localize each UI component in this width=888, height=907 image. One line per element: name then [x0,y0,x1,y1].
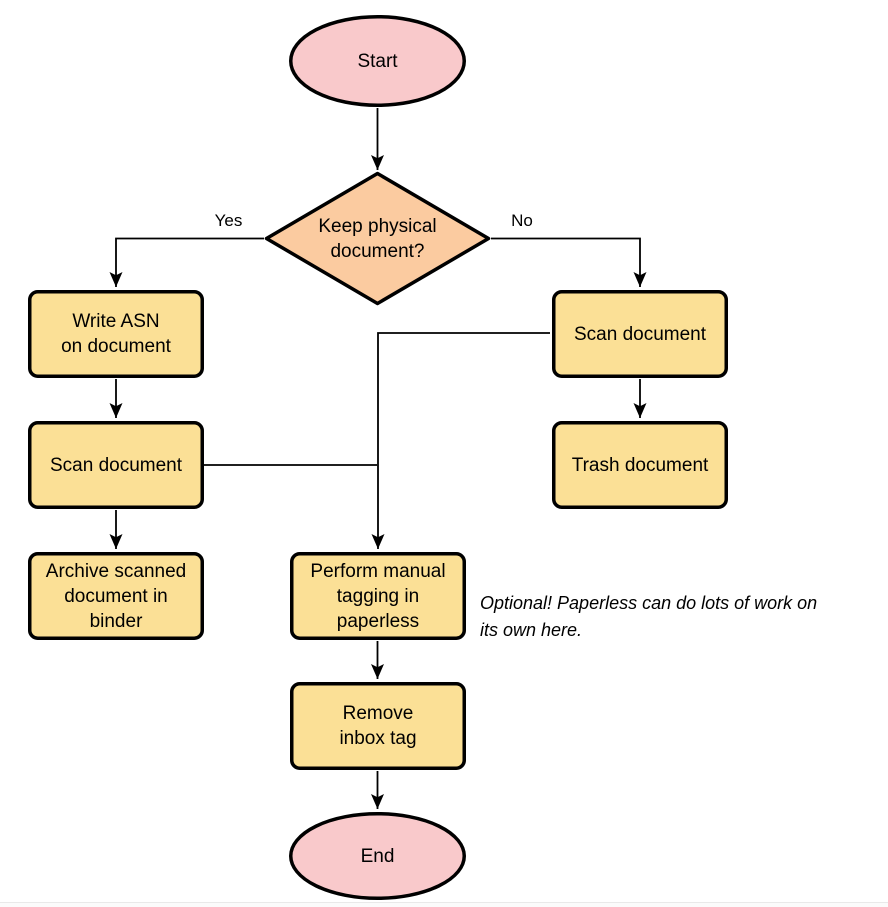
node-tagging-label: Perform manual tagging in paperless [310,560,446,632]
page-bottom-divider [0,902,888,907]
node-remove-inbox: Remove inbox tag [290,682,466,770]
edge-label-yes: Yes [200,209,257,233]
node-trash-label: Trash document [571,454,709,476]
node-decision-shape [264,171,491,306]
node-scan-right-label: Scan document [573,323,707,345]
edge-decision-yes [109,237,264,287]
edge-decision-no [491,237,647,287]
node-archive-shape [28,552,204,640]
node-decision: Keep physical document? [272,173,483,304]
node-start: Start [289,15,466,107]
note-optional: Optional! Paperless can do lots of work … [480,593,818,640]
node-tagging: Perform manual tagging in paperless [290,552,466,640]
node-scan-left-shape [28,421,204,509]
node-archive-label: Archive scanned document in binder [45,560,187,632]
node-end-label: End [360,845,395,867]
node-tagging-shape [290,552,466,640]
node-start-label: Start [357,50,398,72]
edge-scanright-to-tagging [371,332,550,549]
node-remove-inbox-shape [290,682,466,770]
edge-label-no: No [494,209,550,233]
node-remove-inbox-label: Remove inbox tag [339,703,417,749]
node-write-asn-shape [28,290,204,378]
node-scan-left: Scan document [28,421,204,509]
node-start-shape [289,15,466,107]
node-write-asn: Write ASN on document [28,290,204,378]
node-end: End [289,812,466,900]
node-decision-label: Keep physical document? [318,215,437,262]
node-trash: Trash document [552,421,728,509]
node-archive: Archive scanned document in binder [28,552,204,640]
node-scan-right: Scan document [552,290,728,378]
node-scan-right-shape [552,290,728,378]
node-scan-left-label: Scan document [49,454,183,476]
node-end-shape [289,812,466,900]
node-write-asn-label: Write ASN on document [61,311,171,357]
node-trash-shape [552,421,728,509]
